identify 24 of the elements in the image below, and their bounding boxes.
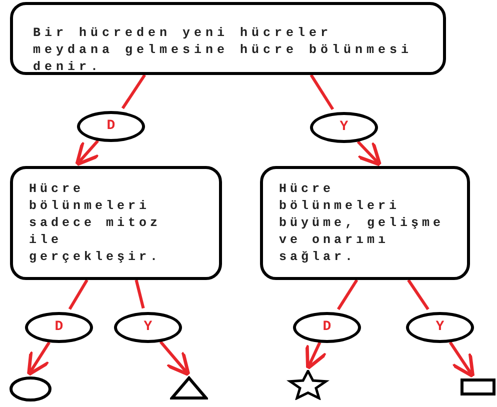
text-box — [10, 2, 446, 75]
arrow — [305, 342, 328, 370]
oval-label: Y — [144, 318, 152, 337]
statement-text: Hücre bölünmeleri sadece mitoz ile gerçekleşir. — [29, 181, 162, 266]
arrow — [26, 342, 50, 376]
connector-line — [121, 74, 146, 110]
connector-line — [310, 74, 334, 110]
text-box — [10, 166, 222, 280]
oval-label: D — [106, 117, 116, 136]
connector-line — [336, 279, 358, 310]
oval-label: Y — [340, 118, 348, 137]
arrow — [356, 140, 382, 166]
oval-label: Y — [436, 318, 444, 337]
connector-line — [407, 279, 430, 310]
oval-label: D — [54, 318, 64, 337]
arrow — [159, 340, 190, 376]
oval-label: D — [322, 318, 332, 337]
statement-text: Hücre bölünmeleri büyüme, gelişme ve onarımı sağlar. — [279, 181, 446, 266]
arrow — [448, 341, 475, 378]
statement-text: Bir hücreden yeni hücreler meydana gelmesine hücre bölünmesi denir. — [33, 25, 414, 76]
connector-line — [68, 279, 88, 310]
text-box — [260, 166, 470, 280]
arrow — [75, 140, 100, 166]
connector-line — [134, 280, 145, 309]
